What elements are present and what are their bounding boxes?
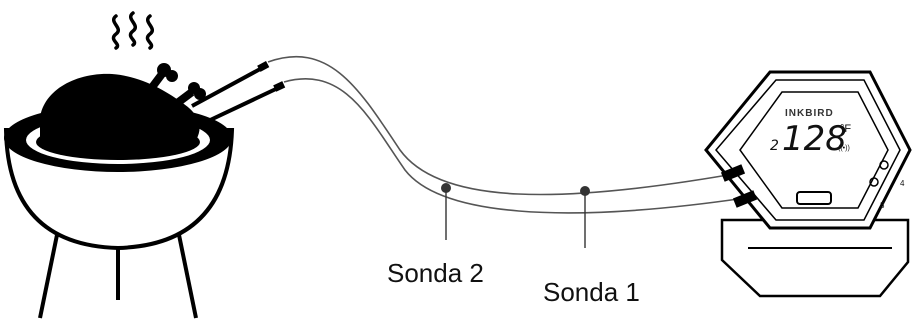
- probe-1-label: Sonda 1: [543, 277, 640, 307]
- probe-1-cable: [205, 78, 746, 214]
- display-channel: 2: [770, 138, 779, 154]
- device-brand: INKBIRD: [785, 108, 834, 119]
- port-number-3: 3: [880, 201, 885, 210]
- display-signal-icon: ((•)): [838, 145, 850, 152]
- probe-2-cable: [191, 56, 746, 196]
- roast-chicken-icon: [39, 63, 206, 149]
- steam-icon: [111, 11, 154, 50]
- probe-1-marker: [580, 186, 590, 248]
- port-number-4: 4: [900, 179, 905, 188]
- display-unit: °F: [840, 123, 851, 135]
- thermometer-device-icon: [704, 70, 912, 298]
- display-temperature: 128: [782, 119, 847, 159]
- probe-2-label: Sonda 2: [387, 258, 484, 288]
- probe-2-marker: [441, 183, 451, 240]
